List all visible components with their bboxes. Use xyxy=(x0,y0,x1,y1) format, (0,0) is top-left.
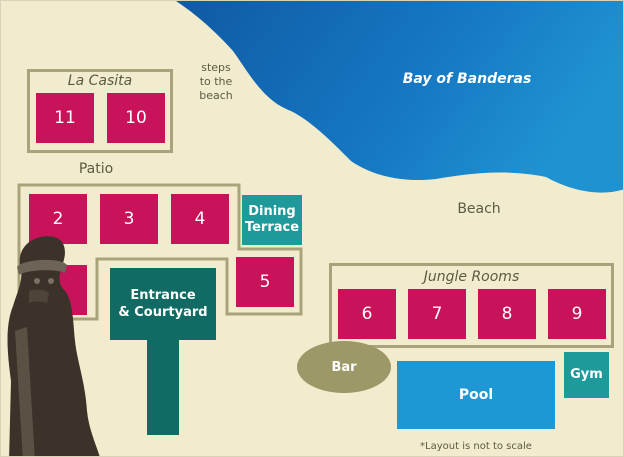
entrance-courtyard[interactable]: Entrance & Courtyard xyxy=(110,268,216,340)
room-2[interactable]: 2 xyxy=(29,194,87,244)
entrance-path xyxy=(147,340,179,435)
room-10[interactable]: 10 xyxy=(107,93,165,143)
scale-note: *Layout is not to scale xyxy=(420,441,532,452)
la-casita-zone xyxy=(27,69,173,153)
room-7[interactable]: 7 xyxy=(408,289,466,339)
steps-to-beach-label: steps to the beach xyxy=(199,61,233,102)
room-6[interactable]: 6 xyxy=(338,289,396,339)
room-4[interactable]: 4 xyxy=(171,194,229,244)
pool[interactable]: Pool xyxy=(397,361,555,429)
patio-label: Patio xyxy=(78,161,114,177)
la-casita-label: La Casita xyxy=(67,73,133,89)
room-3[interactable]: 3 xyxy=(100,194,158,244)
beach-label: Beach xyxy=(457,201,501,217)
dining-terrace[interactable]: Dining Terrace xyxy=(242,195,302,245)
room-8[interactable]: 8 xyxy=(478,289,536,339)
room-9[interactable]: 9 xyxy=(548,289,606,339)
bar[interactable]: Bar xyxy=(297,341,391,393)
room-11[interactable]: 11 xyxy=(36,93,94,143)
gym[interactable]: Gym xyxy=(564,352,609,398)
jungle-rooms-zone xyxy=(329,263,614,348)
bay-label: Bay of Banderas xyxy=(402,71,532,87)
room-5[interactable]: 5 xyxy=(236,257,294,307)
carved-figure-statue xyxy=(7,236,100,456)
jungle-rooms-label: Jungle Rooms xyxy=(423,269,520,285)
